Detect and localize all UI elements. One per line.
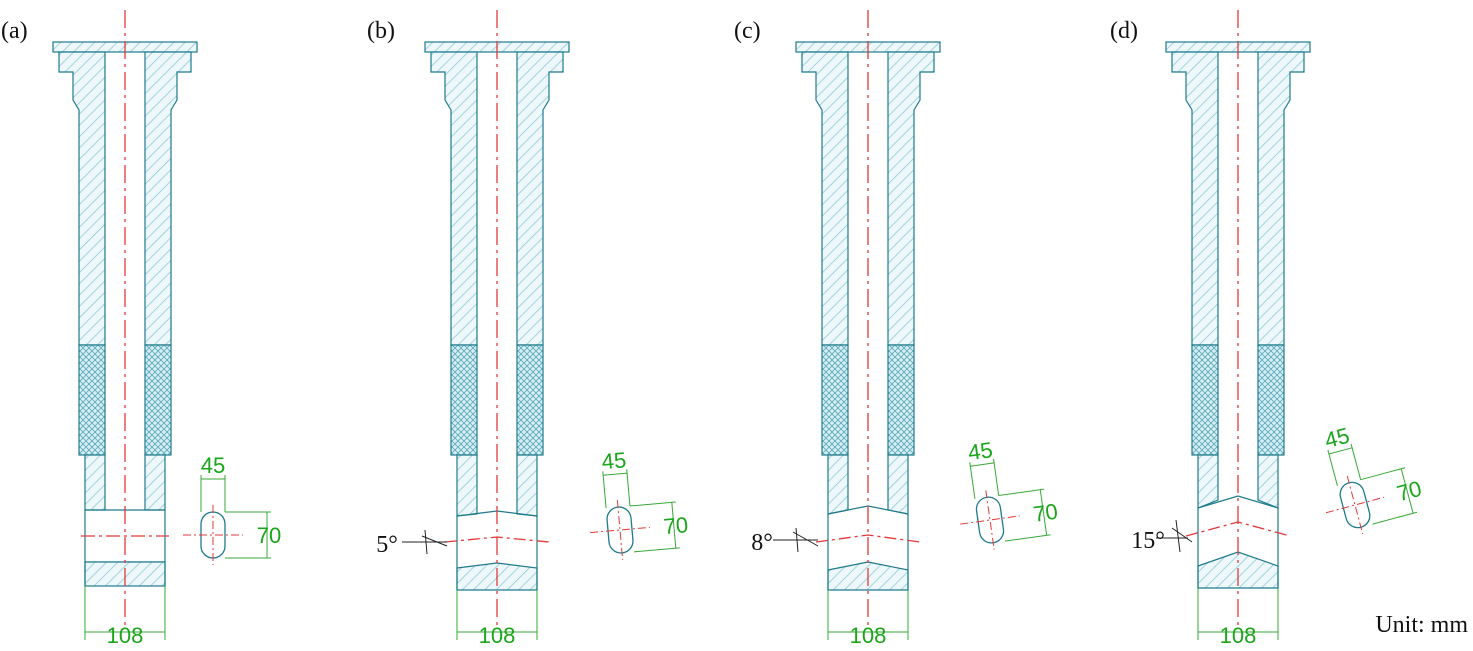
svg-text:5°: 5° (376, 532, 398, 558)
angle-marker: 8° (751, 527, 819, 556)
panel-label: (d) (1110, 18, 1138, 44)
svg-text:70: 70 (257, 523, 281, 548)
angle-marker: 5° (376, 529, 448, 558)
svg-text:45: 45 (201, 453, 225, 478)
panel-b: (b) 5° 108 (367, 10, 690, 648)
bore-dimension: 108 (827, 590, 909, 648)
svg-text:108: 108 (850, 623, 887, 648)
svg-text:70: 70 (1394, 476, 1424, 506)
nozzle-body (52, 41, 198, 587)
svg-text:45: 45 (966, 437, 994, 465)
svg-text:108: 108 (479, 623, 516, 648)
svg-text:15°: 15° (1131, 528, 1165, 554)
port-detail: 45 70 (183, 453, 281, 565)
panel-label: (b) (367, 18, 395, 44)
port-detail: 45 70 (590, 447, 690, 560)
bore-dimension: 108 (1197, 588, 1279, 648)
svg-text:8°: 8° (751, 530, 773, 556)
bore-dimension: 108 (456, 590, 538, 648)
panel-d: (d) 15° 108 (1110, 10, 1424, 648)
angle-marker: 15° (1131, 519, 1193, 554)
bore-dimension: 108 (84, 586, 166, 648)
port-detail: 45 70 (1322, 423, 1424, 535)
panel-label: (c) (734, 18, 761, 44)
svg-text:45: 45 (601, 447, 628, 474)
panel-label: (a) (1, 18, 28, 44)
svg-text:70: 70 (1032, 499, 1060, 527)
panel-c: (c) 8° 108 (734, 10, 1060, 648)
svg-text:108: 108 (107, 623, 144, 648)
nozzle-body (795, 41, 941, 591)
panel-a: (a) 108 45 (1, 10, 281, 648)
unit-label: Unit: mm (1375, 612, 1468, 638)
port-detail: 45 70 (960, 437, 1060, 550)
svg-text:70: 70 (663, 512, 690, 539)
svg-text:108: 108 (1220, 623, 1257, 648)
nozzle-body (1165, 41, 1311, 589)
